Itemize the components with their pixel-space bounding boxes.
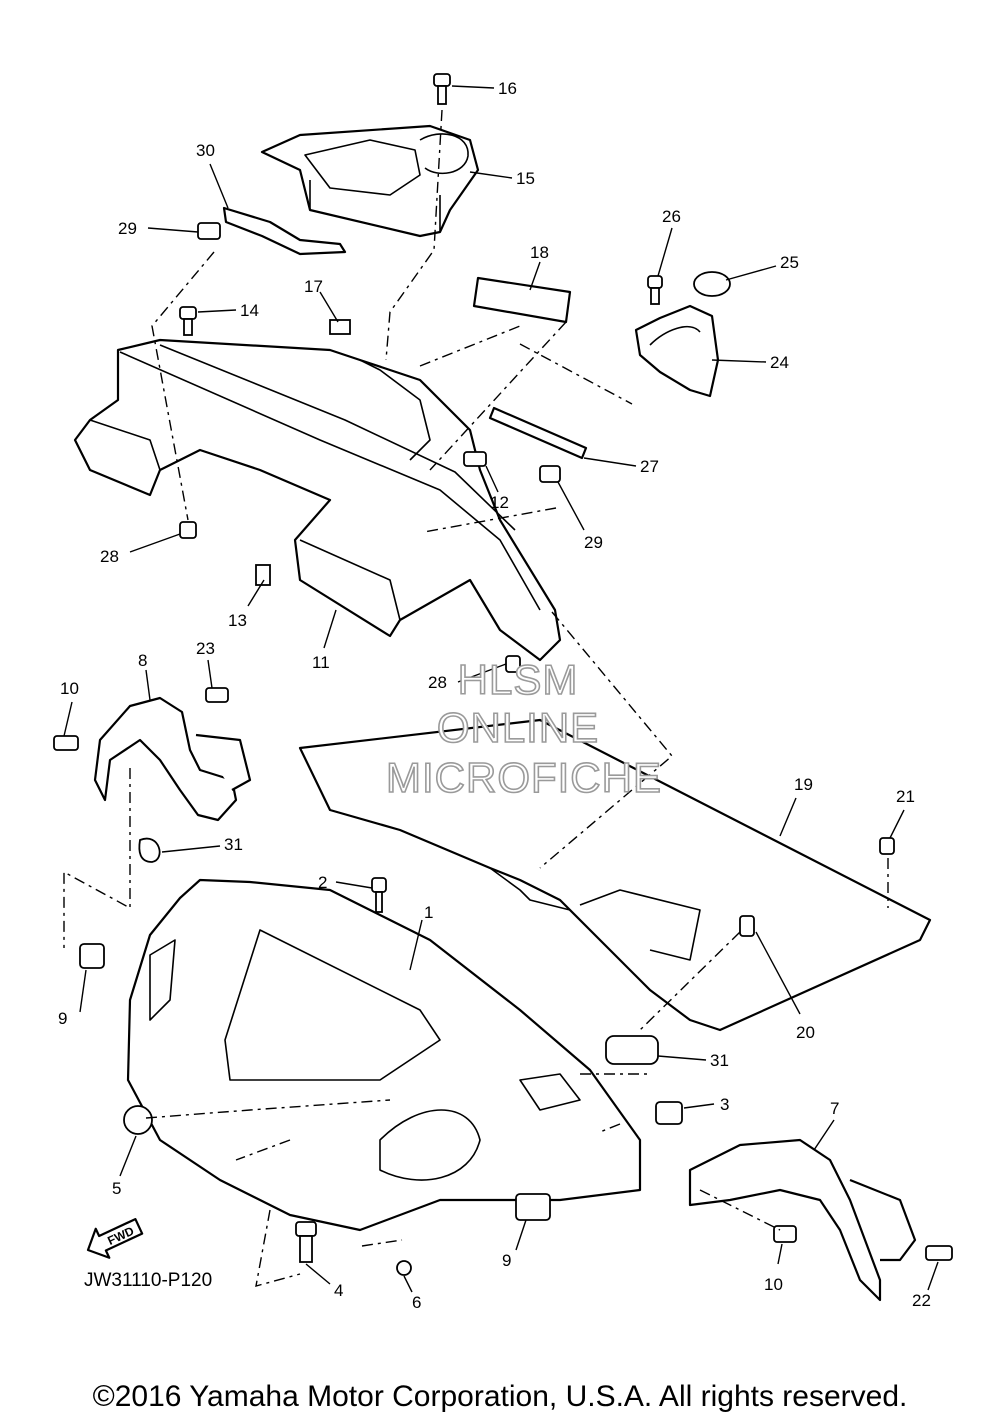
callout-10b: 10 xyxy=(764,1275,783,1294)
callouts: 16 15 30 29 18 26 25 17 14 24 27 12 29 2… xyxy=(58,79,931,1312)
watermark-line-3: MICROFICHE xyxy=(386,754,662,801)
callout-10: 10 xyxy=(60,679,79,698)
callout-5: 5 xyxy=(112,1179,121,1198)
callout-21: 21 xyxy=(896,787,915,806)
callout-29b: 29 xyxy=(584,533,603,552)
callout-26: 26 xyxy=(662,207,681,226)
part-24-vent-cover xyxy=(634,304,720,398)
callout-31: 31 xyxy=(224,835,243,854)
reference-lines xyxy=(63,109,889,1287)
callout-29: 29 xyxy=(118,219,137,238)
watermark-line-2: ONLINE xyxy=(437,704,599,751)
callout-16: 16 xyxy=(498,79,517,98)
callout-24: 24 xyxy=(770,353,789,372)
callout-28b: 28 xyxy=(428,673,447,692)
part-15-glove-tray xyxy=(260,124,480,238)
callout-18: 18 xyxy=(530,243,549,262)
drawing-code: JW31110-P120 xyxy=(84,1270,213,1291)
callout-7: 7 xyxy=(830,1099,839,1118)
part-19-floor-panel xyxy=(298,718,932,1032)
callout-19: 19 xyxy=(794,775,813,794)
callout-11: 11 xyxy=(312,653,330,672)
callout-23: 23 xyxy=(196,639,215,658)
callout-2: 2 xyxy=(318,873,327,892)
part-30-strip xyxy=(222,206,347,256)
part-18-label xyxy=(472,276,572,324)
callout-8: 8 xyxy=(138,651,147,670)
watermark-line-1: HLSM xyxy=(458,656,579,703)
callout-25: 25 xyxy=(780,253,799,272)
callout-6: 6 xyxy=(412,1293,421,1312)
fasteners xyxy=(53,73,953,1276)
callout-1: 1 xyxy=(424,903,433,922)
callout-20: 20 xyxy=(796,1023,815,1042)
part-8-bracket xyxy=(93,696,252,822)
callout-3: 3 xyxy=(720,1095,729,1114)
callout-13: 13 xyxy=(228,611,247,630)
callout-9: 9 xyxy=(58,1009,67,1028)
callout-28: 28 xyxy=(100,547,119,566)
callout-14: 14 xyxy=(240,301,259,320)
callout-22: 22 xyxy=(912,1291,931,1310)
callout-30: 30 xyxy=(196,141,215,160)
leader-lines xyxy=(63,85,939,1293)
part-7-bracket xyxy=(688,1138,917,1302)
callout-4: 4 xyxy=(334,1281,343,1300)
copyright-notice: ©2016 Yamaha Motor Corporation, U.S.A. A… xyxy=(92,1380,908,1413)
callout-27: 27 xyxy=(640,457,659,476)
dash-housing xyxy=(73,338,562,662)
part-27-bar xyxy=(488,406,588,460)
part-1-side-cover xyxy=(126,878,642,1232)
callout-12: 12 xyxy=(490,493,509,512)
callout-15: 15 xyxy=(516,169,535,188)
callout-31b: 31 xyxy=(710,1051,729,1070)
callout-17: 17 xyxy=(304,277,323,296)
fwd-arrow-icon: FWD xyxy=(86,1217,144,1259)
callout-9b: 9 xyxy=(502,1251,511,1270)
watermark: HLSM ONLINE MICROFICHE xyxy=(385,655,662,802)
